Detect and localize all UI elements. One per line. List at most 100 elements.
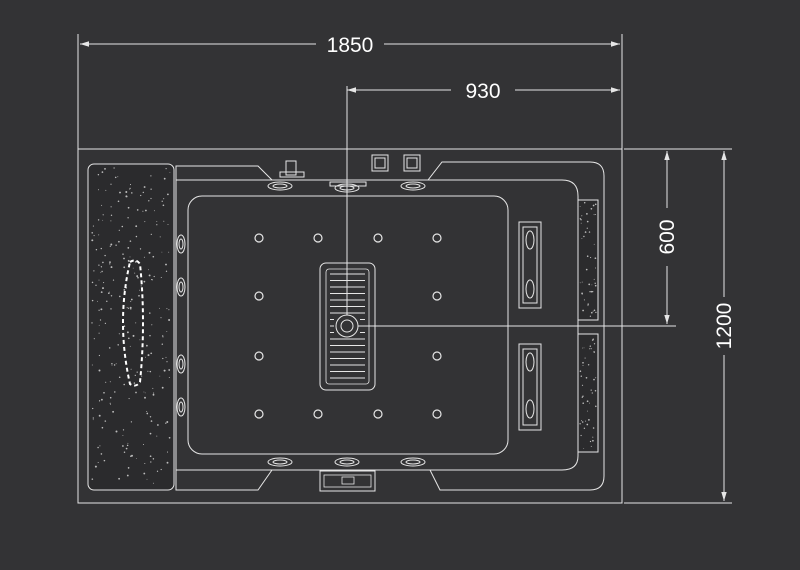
stone-speck: [588, 231, 591, 233]
stone-speck: [594, 389, 597, 392]
stone-speck: [129, 345, 131, 347]
stone-speck: [583, 202, 586, 204]
stone-speck: [166, 421, 169, 423]
stone-speck: [150, 420, 153, 422]
stone-speck: [587, 305, 589, 307]
stone-speck: [110, 295, 113, 297]
stone-speck: [98, 332, 100, 334]
stone-speck: [94, 465, 97, 468]
stone-speck: [103, 282, 105, 284]
stone-speck: [110, 220, 112, 222]
stone-speck: [123, 451, 126, 454]
rim-jet: [334, 457, 360, 467]
stone-speck: [581, 237, 583, 239]
floor-jet: [254, 351, 264, 361]
stone-speck: [146, 411, 148, 412]
stone-speck: [121, 225, 124, 228]
stone-speck: [583, 235, 585, 238]
rim-jet-inner: [339, 185, 355, 191]
stone-speck: [591, 392, 593, 394]
stone-speck: [593, 278, 595, 280]
floor-jet: [373, 233, 383, 243]
dimension-label-center-height: 600: [656, 219, 679, 254]
stone-headrest-panel: [87, 163, 175, 491]
stone-speck: [115, 430, 118, 433]
stone-speck: [132, 334, 135, 337]
stone-speck: [168, 319, 171, 321]
stone-speck: [92, 419, 94, 421]
side-jet-inner: [178, 401, 184, 413]
stone-speck: [156, 221, 158, 223]
stone-speck: [586, 423, 589, 426]
stone-speck: [100, 266, 103, 268]
stone-speck: [152, 393, 155, 396]
stone-speck: [589, 290, 591, 293]
stone-speck: [585, 268, 588, 271]
stone-speck: [104, 322, 107, 325]
stone-speck: [91, 322, 93, 324]
stone-speck: [159, 236, 161, 238]
stone-speck: [148, 200, 150, 202]
stone-speck: [135, 322, 137, 324]
stone-speck: [129, 184, 132, 186]
stone-speck: [100, 291, 103, 293]
floor-jet: [254, 233, 264, 243]
stone-speck: [166, 361, 168, 363]
stone-speck: [118, 240, 120, 243]
dimension-label-overall-depth: 1200: [713, 303, 736, 350]
stone-speck: [167, 224, 169, 225]
stone-speck: [139, 339, 141, 341]
stone-speck: [166, 331, 168, 333]
stone-speck: [160, 317, 162, 319]
stone-speck: [128, 398, 130, 400]
stone-speck: [110, 183, 112, 185]
stone-speck: [136, 209, 139, 211]
stone-speck: [127, 337, 130, 340]
stone-speck: [139, 248, 142, 250]
side-jet-inner: [178, 358, 184, 370]
stone-speck: [95, 249, 98, 251]
stone-speck: [113, 167, 115, 169]
rim-jet: [267, 457, 293, 467]
stone-speck: [580, 420, 583, 422]
stone-speck: [103, 459, 106, 462]
stone-speck: [125, 195, 128, 198]
stone-speck: [140, 285, 142, 287]
stone-speck: [98, 264, 100, 266]
stone-speck: [168, 251, 170, 253]
floor-jet: [432, 351, 442, 361]
stone-speck: [149, 312, 151, 314]
stone-speck: [91, 232, 93, 234]
stone-speck: [162, 357, 164, 360]
stone-speck: [594, 203, 597, 206]
stone-speck: [115, 244, 117, 246]
stone-speck: [130, 368, 132, 370]
stone-speck: [102, 261, 104, 264]
stone-speck: [163, 177, 166, 180]
stone-speck: [145, 356, 147, 358]
stone-speck: [117, 176, 119, 178]
stone-speck: [592, 310, 594, 312]
stone-speck: [92, 407, 94, 410]
stone-speck: [130, 308, 132, 310]
stone-speck: [149, 370, 152, 373]
side-wall-jets: [176, 234, 186, 417]
stone-speck: [98, 354, 100, 357]
stone-speck: [137, 276, 139, 279]
stone-speck: [579, 370, 582, 372]
stone-speck: [168, 309, 170, 311]
stone-speck: [100, 308, 103, 311]
stone-speck: [96, 300, 98, 302]
rim-jet: [400, 457, 426, 467]
stone-speck: [581, 396, 583, 398]
stone-speck: [147, 370, 149, 372]
dimension-label-overall-width: 1850: [327, 34, 374, 57]
stone-speck: [140, 194, 142, 197]
stone-speck: [97, 446, 99, 449]
stone-speck: [590, 207, 593, 210]
stone-speck: [160, 276, 162, 279]
stone-speck: [104, 254, 106, 257]
rim-jets: [267, 181, 426, 467]
stone-speck: [119, 295, 121, 298]
